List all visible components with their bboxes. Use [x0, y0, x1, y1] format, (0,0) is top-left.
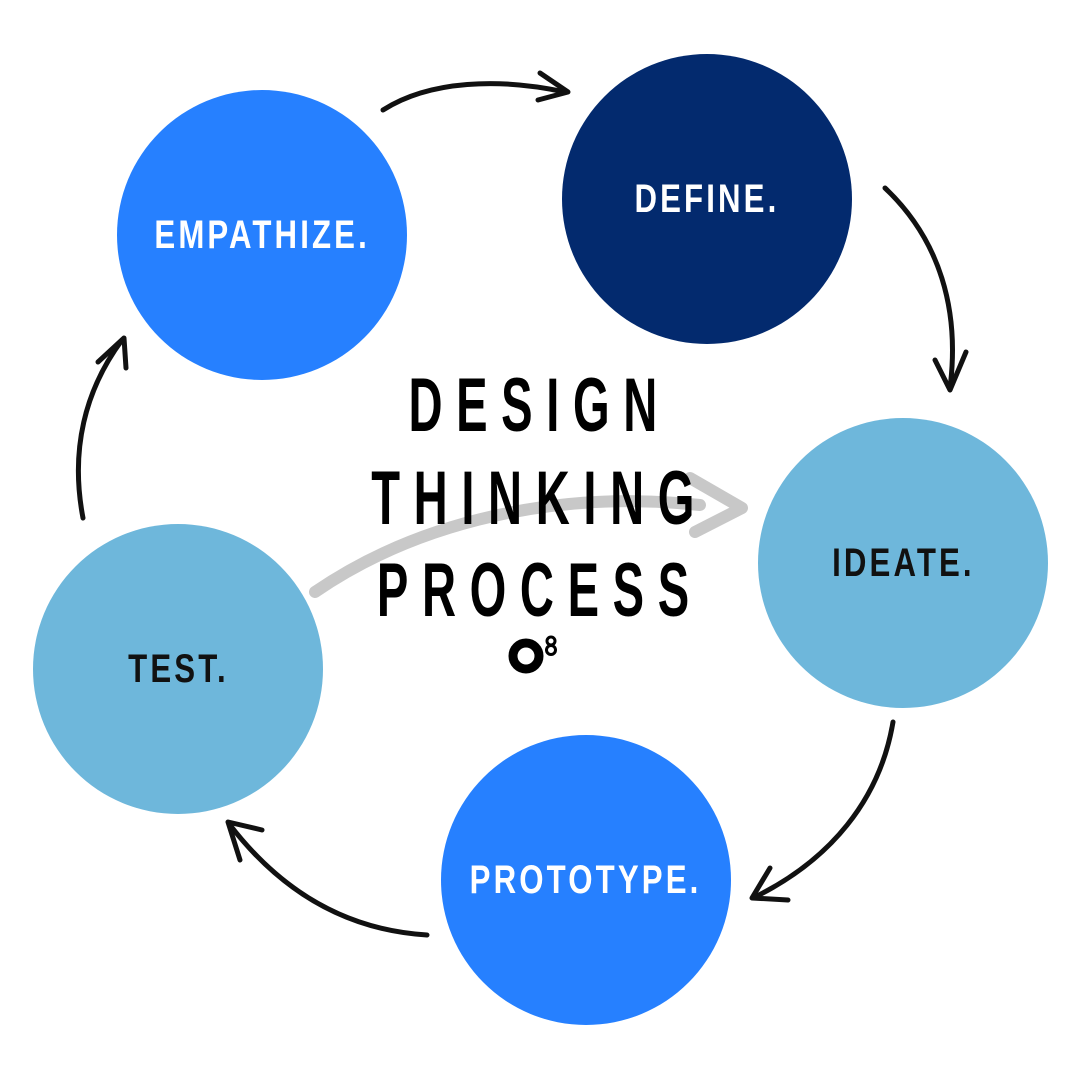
- stage-test-label: TEST.: [127, 646, 229, 691]
- center-progress-arrow-icon: [309, 472, 748, 598]
- title-line-2: THINKING: [371, 456, 709, 541]
- stage-prototype: PROTOTYPE.: [441, 735, 731, 1025]
- arrow-ideate-to-prototype-icon: [749, 719, 896, 903]
- title-line-1: DESIGN: [408, 363, 672, 448]
- stage-empathize-label: EMPATHIZE.: [154, 212, 370, 257]
- stage-empathize: EMPATHIZE.: [117, 90, 407, 380]
- stage-define-label: DEFINE.: [634, 176, 780, 221]
- title-line-3: PROCESS: [377, 548, 703, 633]
- stage-define: DEFINE.: [562, 54, 852, 344]
- arrow-define-to-ideate-icon: [882, 185, 969, 393]
- arrow-test-to-empathize-icon: [75, 335, 129, 521]
- arrow-prototype-to-test-icon: [225, 819, 430, 938]
- stage-ideate-label: IDEATE.: [831, 540, 975, 585]
- stage-prototype-label: PROTOTYPE.: [470, 857, 702, 902]
- stage-ideate: IDEATE.: [758, 418, 1048, 708]
- arrow-empathize-to-define-icon: [380, 70, 571, 113]
- stage-test: TEST.: [33, 524, 323, 814]
